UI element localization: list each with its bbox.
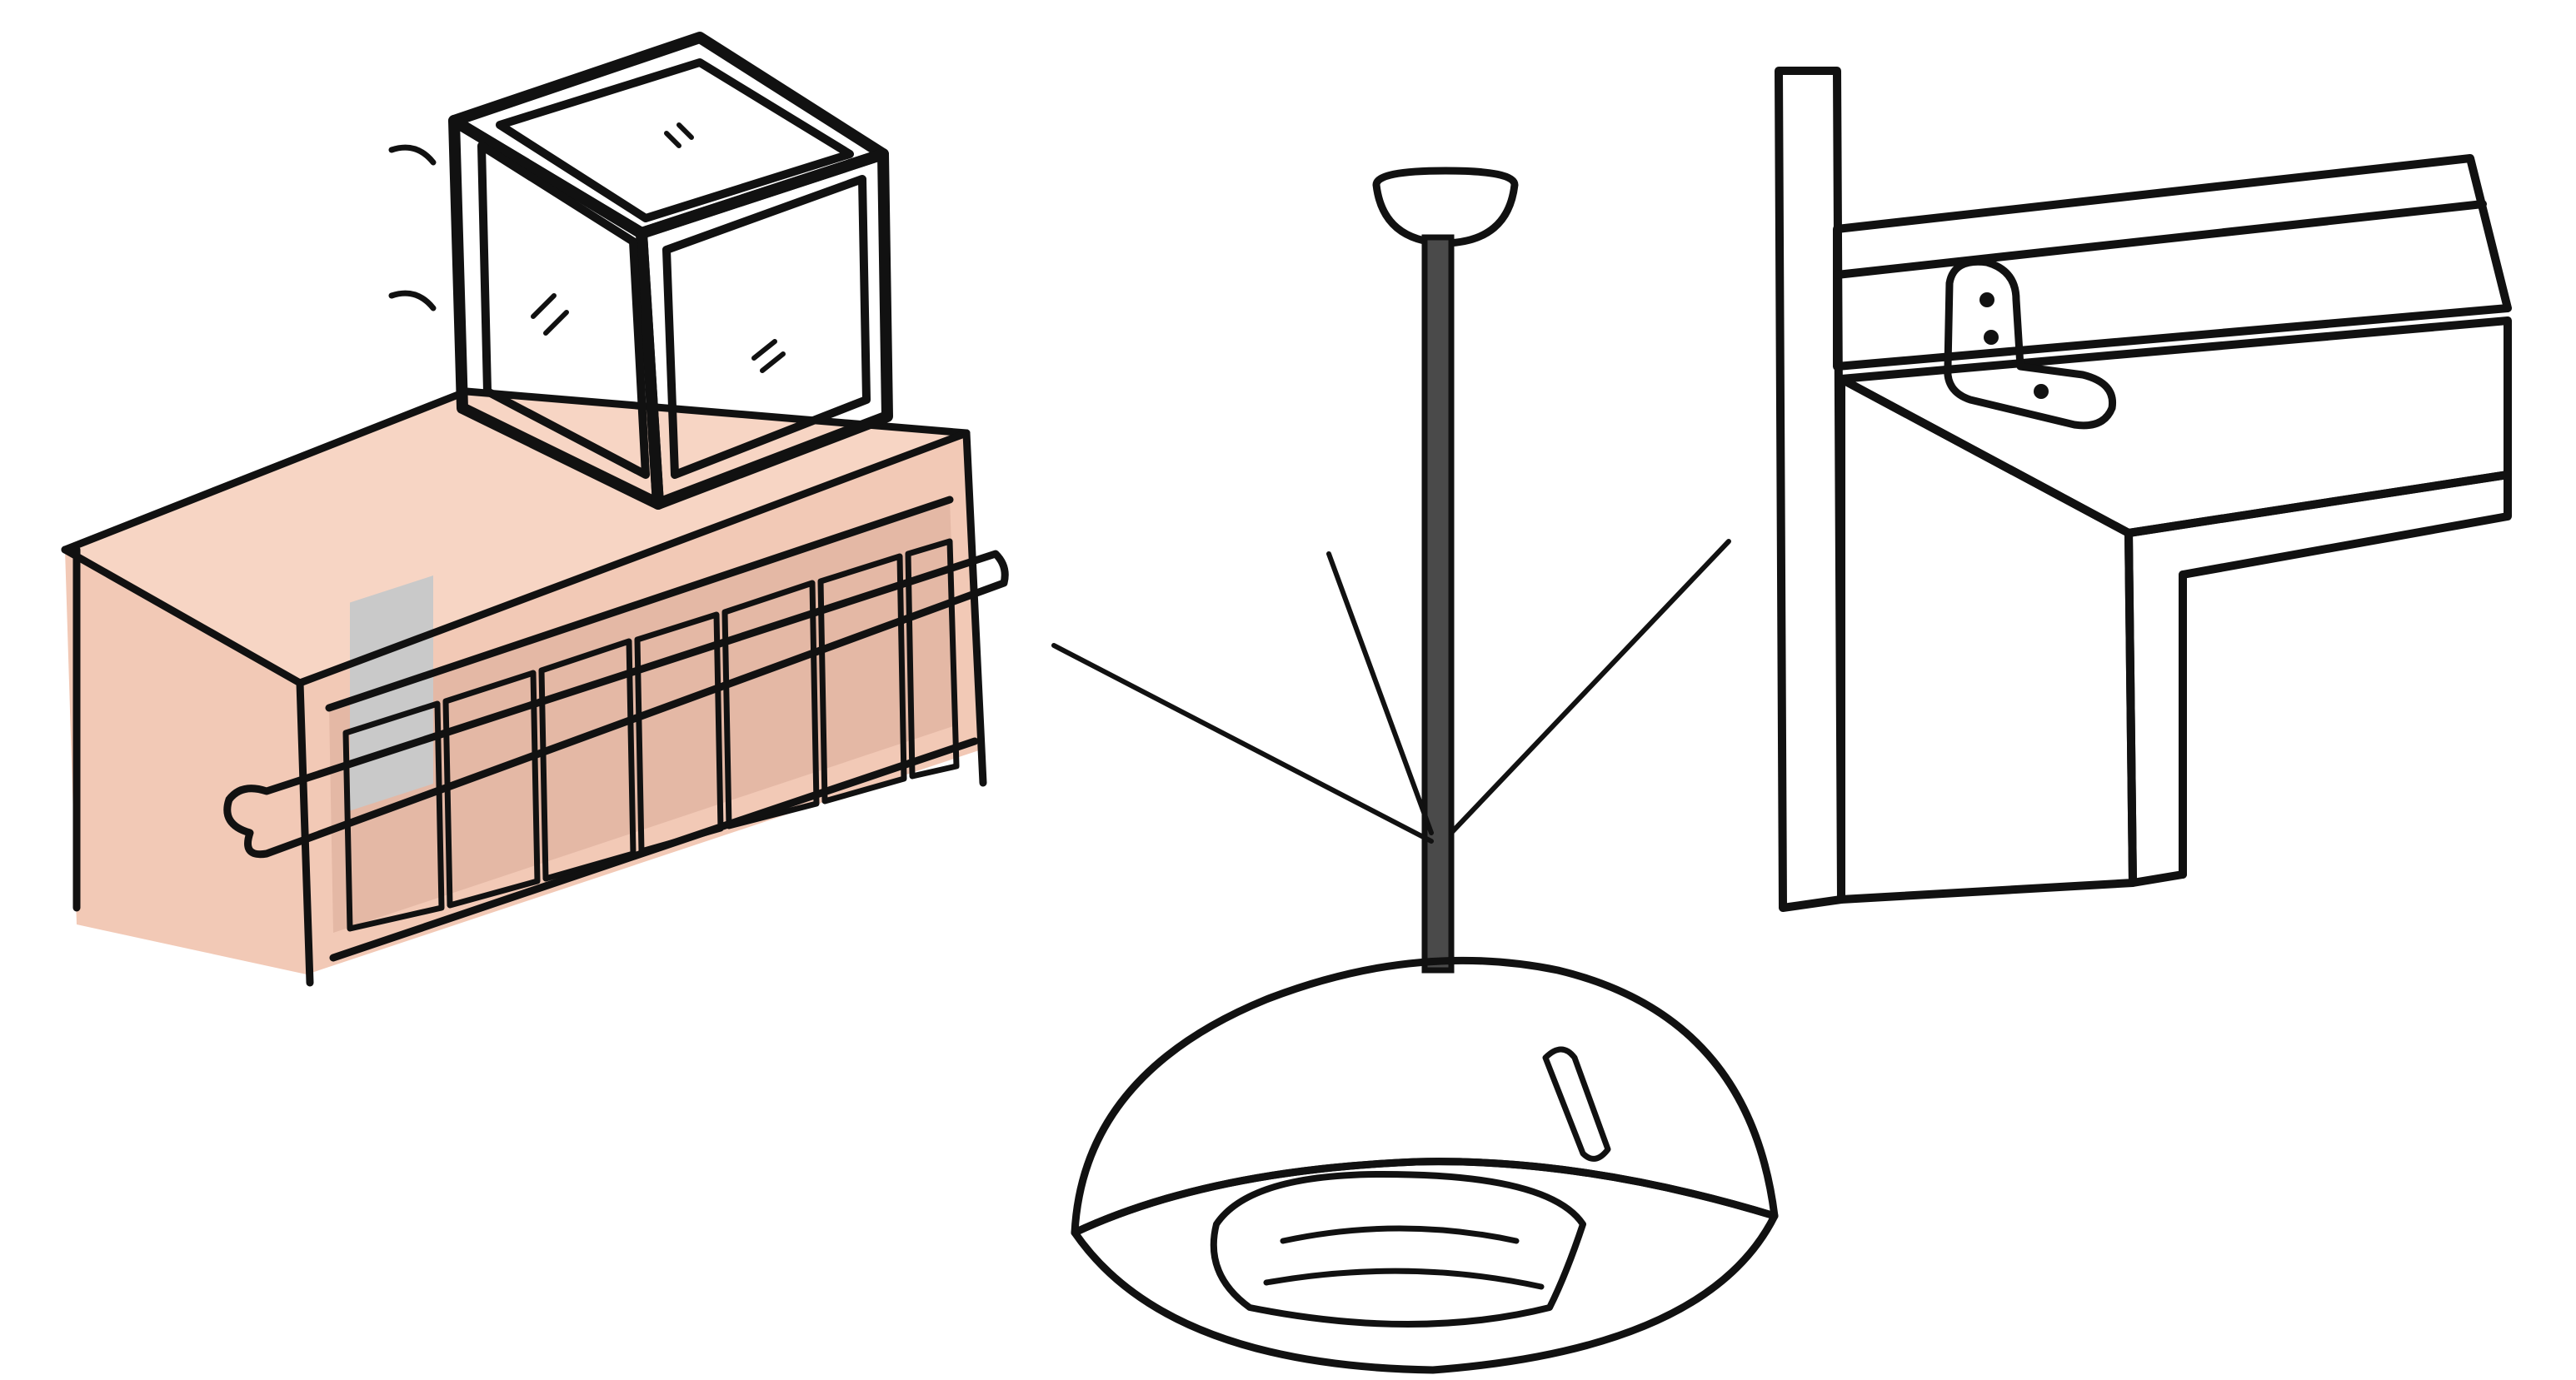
pendant-rod (1425, 237, 1451, 970)
